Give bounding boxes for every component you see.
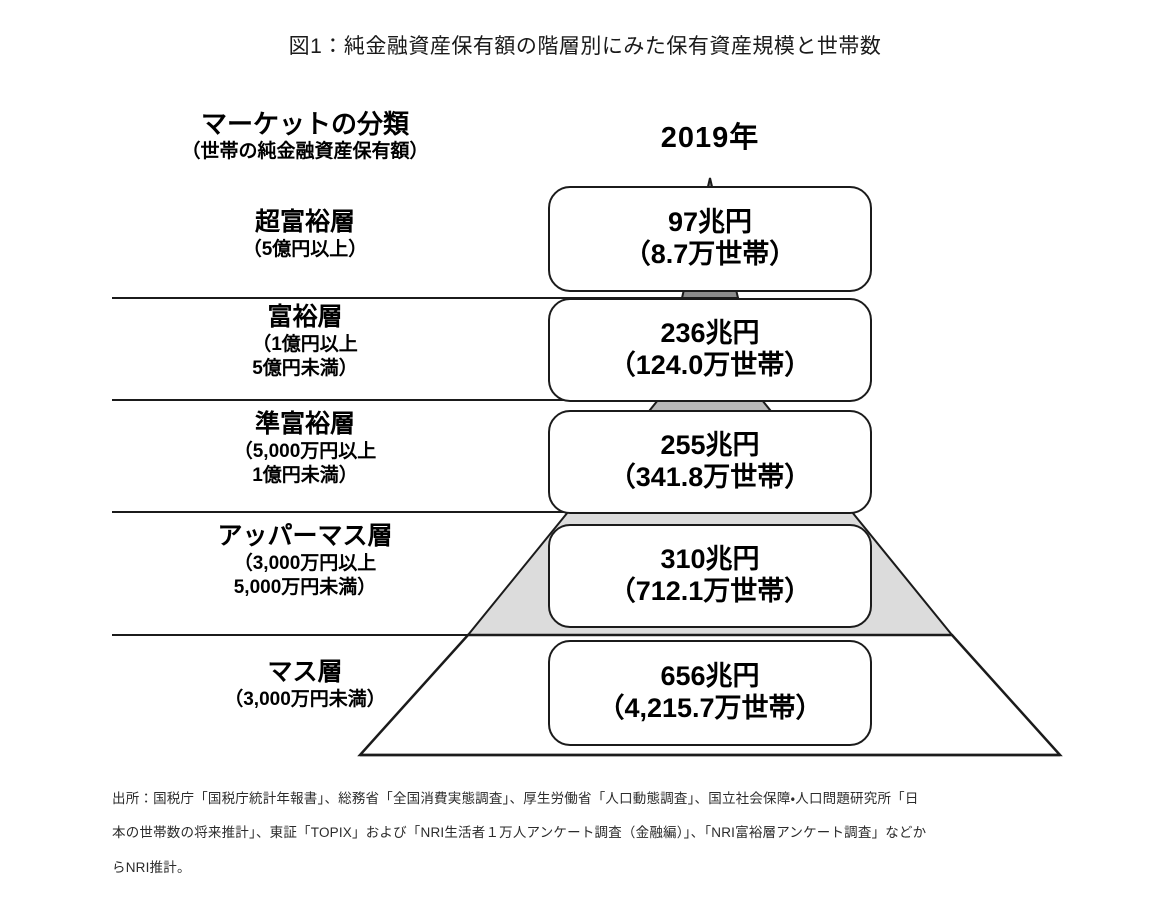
- tier-range: （5億円以上）: [242, 238, 368, 260]
- tier-label-upper-mass: アッパーマス層 （3,000万円以上 5,000万円未満）: [110, 522, 500, 600]
- tier-assets: 255兆円: [660, 430, 760, 461]
- tier-assets: 656兆円: [660, 661, 760, 692]
- page-title: 図1：純金融資産保有額の階層別にみた保有資産規模と世帯数: [288, 35, 882, 58]
- tier-households: （712.1万世帯）: [608, 576, 812, 606]
- tier-range-line1: （3,000万円以上: [233, 552, 377, 574]
- tier-range-line2: 5,000万円未満）: [233, 577, 377, 599]
- tier-households: （4,215.7万世帯）: [597, 693, 823, 723]
- tier-range-line1: （5,000万円以上: [233, 440, 377, 462]
- year-header: 2019年: [660, 122, 760, 154]
- column-header-sub: （世帯の純金融資産保有額）: [181, 140, 429, 162]
- value-box-junfuyuso: 255兆円 （341.8万世帯）: [548, 410, 872, 514]
- value-box-fuyuso: 236兆円 （124.0万世帯）: [548, 298, 872, 402]
- tier-label-mass: マス層 （3,000万円未満）: [110, 658, 500, 711]
- tier-name: 準富裕層: [254, 410, 355, 438]
- source-line-2: 本の世帯数の将来推計」、東証「TOPIX」および「NRI生活者１万人アンケート調…: [112, 825, 927, 841]
- tier-range-line2: 5億円未満）: [252, 358, 358, 380]
- tier-households: （341.8万世帯）: [608, 462, 812, 492]
- tier-assets: 310兆円: [660, 544, 760, 575]
- tier-name: 超富裕層: [254, 208, 355, 236]
- tier-assets: 236兆円: [660, 318, 760, 349]
- column-header: マーケットの分類 （世帯の純金融資産保有額）: [110, 109, 500, 164]
- tier-name: マス層: [267, 658, 343, 686]
- tier-name: 富裕層: [267, 303, 343, 331]
- value-box-upper-mass: 310兆円 （712.1万世帯）: [548, 524, 872, 628]
- tier-range: （3,000万円未満）: [224, 688, 386, 710]
- tier-label-junfuyuso: 準富裕層 （5,000万円以上 1億円未満）: [110, 410, 500, 488]
- source-note: 出所：国税庁「国税庁統計年報書」、総務省「全国消費実態調査」、厚生労働省「人口動…: [112, 782, 1132, 885]
- tier-assets: 97兆円: [667, 207, 753, 238]
- tier-label-fuyuso: 富裕層 （1億円以上 5億円未満）: [110, 303, 500, 381]
- column-header-main: マーケットの分類: [200, 109, 409, 139]
- tier-label-chofuyuso: 超富裕層 （5億円以上）: [110, 208, 500, 261]
- source-line-1: 出所：国税庁「国税庁統計年報書」、総務省「全国消費実態調査」、厚生労働省「人口動…: [112, 791, 919, 806]
- tier-households: （124.0万世帯）: [608, 350, 812, 380]
- pyramid-chart: マーケットの分類 （世帯の純金融資産保有額） 超富裕層 （5億円以上） 富裕層 …: [0, 100, 1170, 775]
- value-box-chofuyuso: 97兆円 （8.7万世帯）: [548, 186, 872, 292]
- tier-name: アッパーマス層: [217, 522, 393, 550]
- market-category-column: マーケットの分類 （世帯の純金融資産保有額） 超富裕層 （5億円以上） 富裕層 …: [110, 100, 500, 775]
- tier-range-line1: （1億円以上: [252, 333, 358, 355]
- source-line-3: らNRI推計。: [112, 859, 191, 875]
- tier-range-line2: 1億円未満）: [252, 465, 358, 487]
- tier-households: （8.7万世帯）: [623, 239, 797, 269]
- value-box-mass: 656兆円 （4,215.7万世帯）: [548, 640, 872, 746]
